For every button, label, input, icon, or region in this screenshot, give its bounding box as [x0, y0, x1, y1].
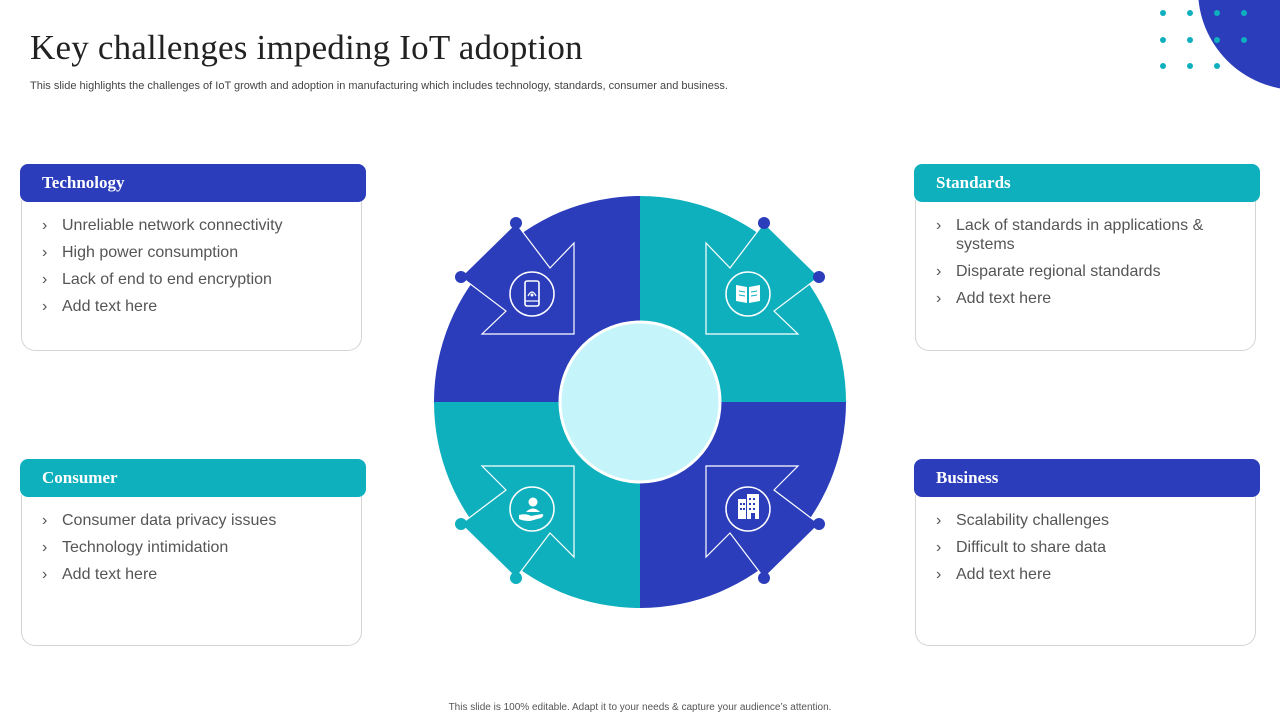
list-item-text: Add text here [956, 290, 1052, 307]
page-subtitle: This slide highlights the challenges of … [30, 80, 728, 92]
card-technology-title: Technology [20, 164, 366, 202]
standards-list: › Lack of standards in applications & sys… [936, 216, 1206, 308]
list-item-text: Scalability challenges [956, 512, 1109, 529]
hand-user-icon [509, 486, 555, 532]
quadrant-technology [434, 196, 640, 402]
chevron-right-icon: › [936, 566, 942, 583]
list-item-text: Technology intimidation [62, 539, 229, 556]
list-item: › Disparate regional standards [936, 262, 1206, 281]
arrow-business [705, 465, 825, 584]
chevron-right-icon: › [936, 263, 942, 280]
technology-list: › Unreliable network connectivity › High po… [42, 216, 345, 316]
card-business-title: Business [914, 459, 1260, 497]
list-item-text: Difficult to share data [956, 539, 1107, 556]
list-item: › Add text here [42, 297, 345, 316]
chevron-right-icon: › [42, 217, 48, 234]
list-item-text: Add text here [956, 566, 1052, 583]
list-item-text: Lack of standards in applications & syst… [956, 217, 1204, 253]
card-consumer-title: Consumer [20, 459, 366, 497]
card-standards-title: Standards [914, 164, 1260, 202]
corner-decoration [1160, 0, 1280, 89]
chevron-right-icon: › [936, 539, 942, 556]
smartphone-icon [509, 271, 555, 317]
quadrant-consumer [434, 402, 640, 608]
list-item: › Add text here [936, 565, 1239, 584]
chevron-right-icon: › [42, 298, 48, 315]
list-item-text: Lack of end to end encryption [62, 271, 272, 288]
list-item: › Scalability challenges [936, 511, 1239, 530]
list-item-text: Add text here [62, 298, 158, 315]
card-technology-body: › Unreliable network connectivity › High po… [21, 200, 362, 351]
list-item: › Lack of standards in applications & sys… [936, 216, 1206, 254]
arrow-consumer [455, 465, 575, 584]
quadrant-business [640, 402, 846, 608]
list-item-text: Unreliable network connectivity [62, 217, 283, 234]
list-item-text: Disparate regional standards [956, 263, 1161, 280]
card-technology: Technology › Unreliable network connectiv… [20, 164, 366, 351]
arrow-standards [705, 217, 825, 335]
list-item-text: Add text here [62, 566, 158, 583]
building-icon [725, 486, 771, 532]
card-standards-body: › Lack of standards in applications & sys… [915, 200, 1256, 351]
chevron-right-icon: › [42, 271, 48, 288]
list-item: › Add text here [936, 289, 1206, 308]
card-consumer-body: › Consumer data privacy issues › Technology… [21, 495, 362, 646]
chevron-right-icon: › [936, 217, 942, 234]
list-item: › Technology intimidation [42, 538, 345, 557]
consumer-list: › Consumer data privacy issues › Technology… [42, 511, 345, 584]
arrow-technology [455, 217, 575, 335]
list-item-text: Consumer data privacy issues [62, 512, 277, 529]
chevron-right-icon: › [42, 566, 48, 583]
chevron-right-icon: › [936, 290, 942, 307]
business-list: › Scalability challenges › Difficult to sha… [936, 511, 1239, 584]
chevron-right-icon: › [936, 512, 942, 529]
footer-note: This slide is 100% editable. Adapt it to… [448, 702, 832, 713]
list-item: › Lack of end to end encryption [42, 270, 345, 289]
page-title: Key challenges impeding IoT adoption [30, 28, 583, 67]
card-standards: Standards › Lack of standards in applicat… [914, 164, 1260, 351]
list-item: › Difficult to share data [936, 538, 1239, 557]
chevron-right-icon: › [42, 244, 48, 261]
card-consumer: Consumer › Consumer data privacy issues › T… [20, 459, 366, 646]
quadrant-standards [640, 196, 846, 402]
wheel-center [558, 320, 722, 484]
card-business: Business › Scalability challenges › Difficu… [914, 459, 1260, 646]
list-item: › Unreliable network connectivity [42, 216, 345, 235]
list-item: › High power consumption [42, 243, 345, 262]
list-item: › Add text here [42, 565, 345, 584]
card-business-body: › Scalability challenges › Difficult to sha… [915, 495, 1256, 646]
book-icon [725, 271, 771, 317]
chevron-right-icon: › [42, 539, 48, 556]
chevron-right-icon: › [42, 512, 48, 529]
list-item-text: High power consumption [62, 244, 239, 261]
list-item: › Consumer data privacy issues [42, 511, 345, 530]
